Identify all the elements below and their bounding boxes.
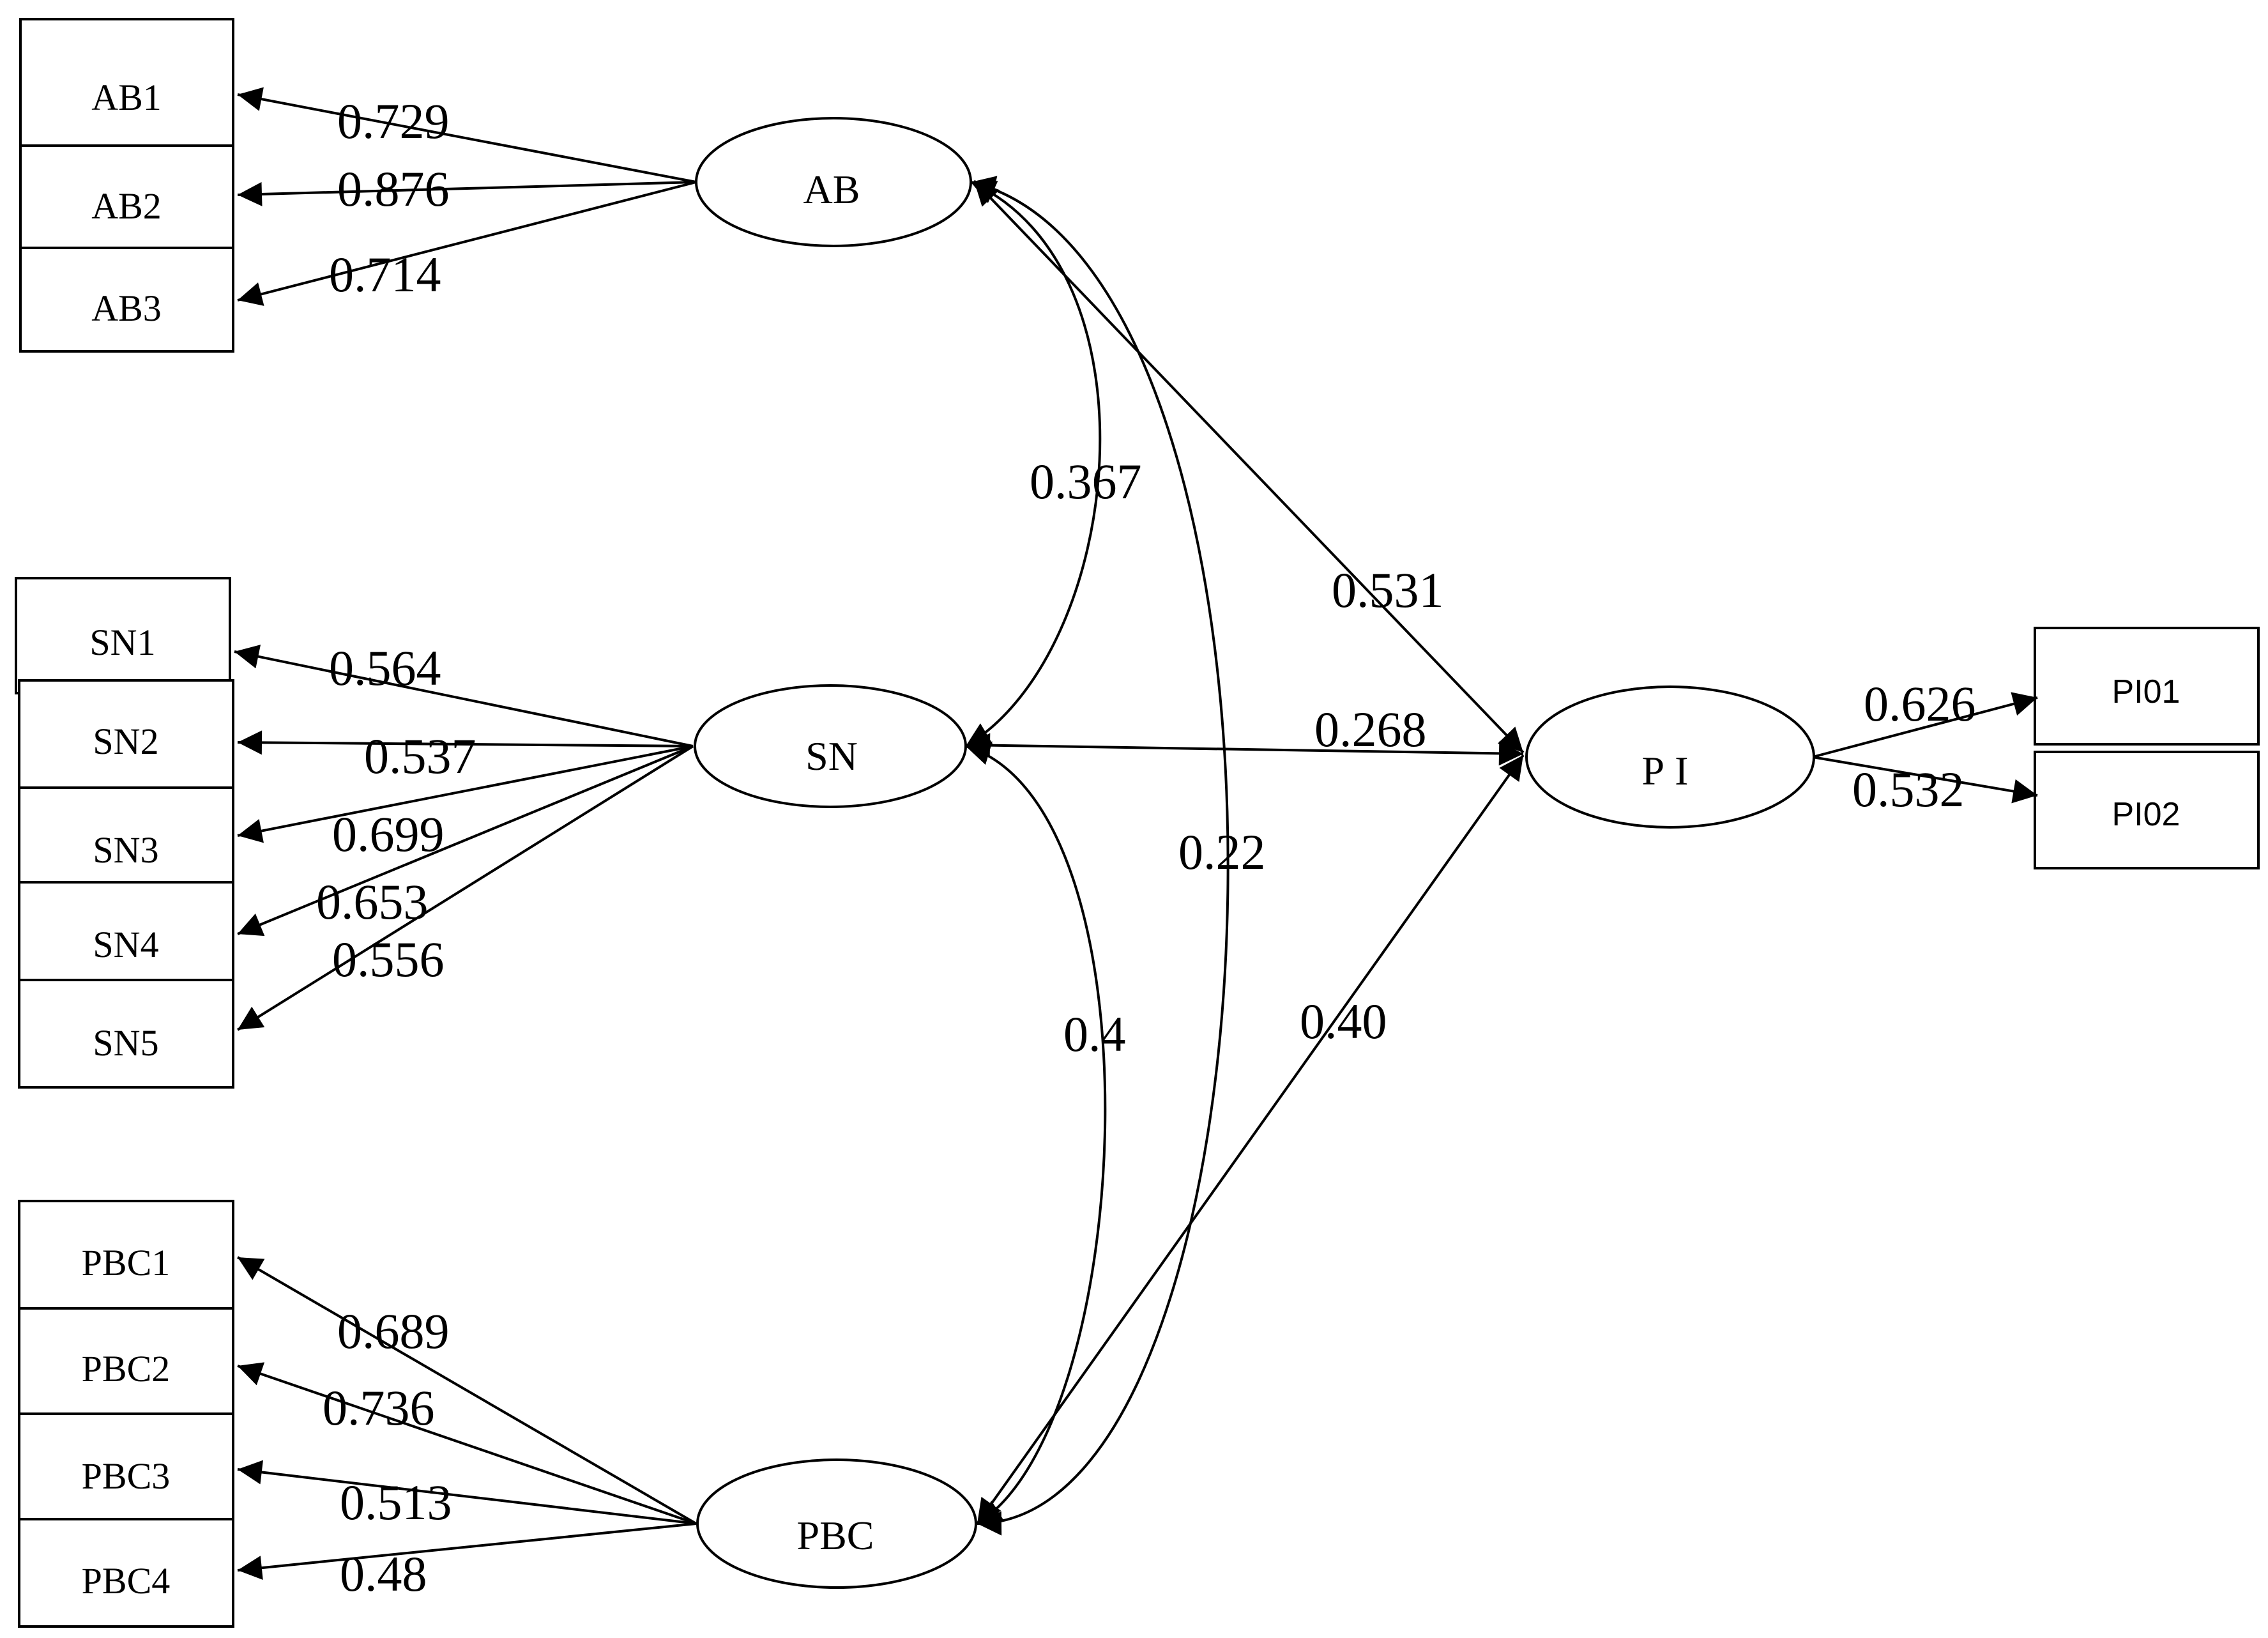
latent-label-pi: PI [1642, 748, 1699, 793]
pi-indicator-group: PI01 PI02 [2034, 627, 2260, 869]
loading-arrow-sn5 [236, 745, 694, 1031]
sn-indicator-group: SN1 SN2 SN3 SN4 SN5 [15, 577, 234, 1089]
loading-label-ab3: 0.714 [329, 247, 441, 302]
loading-label-sn2: 0.537 [364, 728, 476, 784]
latent-label-sn: SN [805, 733, 858, 779]
indicator-box-pbc4 [18, 1518, 234, 1628]
indicator-label-sn5: SN5 [93, 1022, 158, 1064]
loading-arrow-pbc1 [236, 1256, 697, 1525]
path-arrow-sn-pi [965, 733, 1524, 766]
loading-label-pbc3: 0.513 [340, 1474, 452, 1530]
loading-label-sn4: 0.653 [316, 874, 429, 930]
loading-arrow-pbc3 [237, 1460, 697, 1525]
ab-indicator-group: AB1 AB2 AB3 [19, 18, 234, 353]
loading-arrow-pbc4 [237, 1522, 697, 1581]
path-label-sn-pi: 0.268 [1314, 701, 1427, 757]
indicator-label-sn2: SN2 [93, 721, 158, 762]
indicator-label-pi02: PI02 [2112, 796, 2180, 833]
latent-ellipse-pi [1525, 685, 1815, 829]
loading-label-sn3: 0.699 [332, 806, 445, 862]
loading-arrow-ab3 [237, 181, 697, 306]
indicator-box-pbc2 [18, 1307, 234, 1415]
path-arrow-pbc-pi [976, 754, 1525, 1525]
loading-label-pi02: 0.532 [1852, 762, 1965, 817]
latent-label-ab: AB [803, 167, 860, 212]
indicator-box-pbc3 [18, 1412, 234, 1520]
loading-labels: 0.729 0.876 0.714 0.564 0.537 0.699 0.65… [316, 93, 1976, 1602]
path-label-ab-pi: 0.531 [1332, 562, 1444, 618]
loading-arrow-pbc2 [237, 1362, 697, 1525]
path-label-ab-sn: 0.367 [1030, 454, 1142, 509]
pbc-indicator-group: PBC1 PBC2 PBC3 PBC4 [18, 1200, 234, 1628]
indicator-label-pi01: PI01 [2112, 673, 2180, 710]
loading-arrow-sn4 [237, 745, 694, 937]
indicator-label-pbc4: PBC4 [82, 1560, 171, 1602]
latent-ellipse-pbc [696, 1458, 977, 1589]
latent-ellipse-ab [695, 117, 972, 247]
path-arrow-ab-pi [973, 180, 1525, 754]
indicator-label-ab1: AB1 [91, 77, 162, 118]
indicator-box-pi01 [2034, 627, 2260, 746]
path-label-pbc-pi: 0.40 [1300, 993, 1387, 1049]
loading-arrow-sn3 [237, 745, 694, 843]
indicator-box-sn5 [18, 979, 234, 1089]
loading-label-sn1: 0.564 [329, 640, 441, 696]
indicator-box-pi02 [2034, 751, 2260, 869]
indicator-label-sn1: SN1 [89, 622, 155, 663]
indicator-label-pbc2: PBC2 [82, 1348, 171, 1389]
path-label-ab-pbc: 0.22 [1178, 824, 1266, 880]
indicator-label-sn3: SN3 [93, 829, 158, 871]
loading-label-pi01: 0.626 [1864, 676, 1976, 731]
loading-arrow-ab2 [237, 181, 697, 206]
path-labels: 0.367 0.22 0.4 0.531 0.268 0.40 [1030, 454, 1444, 1062]
indicator-label-pbc3: PBC3 [82, 1455, 171, 1497]
loading-label-ab1: 0.729 [337, 93, 450, 149]
loading-label-sn5: 0.556 [332, 931, 445, 987]
loading-arrows [234, 87, 2038, 1581]
loading-arrow-sn1 [234, 645, 694, 747]
indicator-box-sn3 [18, 786, 234, 884]
latent-ellipse-sn [694, 684, 967, 808]
latent-group: AB SN PBC PI [694, 117, 1815, 1589]
structural-paths [964, 176, 1525, 1536]
loading-arrow-sn2 [237, 730, 694, 755]
indicator-box-ab2 [19, 144, 234, 249]
indicator-label-sn4: SN4 [93, 924, 158, 965]
covariance-arc-sn-pbc [965, 741, 1107, 1525]
indicator-label-pbc1: PBC1 [82, 1242, 171, 1283]
loading-label-pbc1: 0.689 [337, 1303, 450, 1359]
indicator-box-ab3 [19, 247, 234, 353]
indicator-box-ab1 [19, 18, 234, 147]
indicator-label-ab2: AB2 [91, 185, 162, 227]
loading-arrow-ab1 [237, 87, 697, 183]
loading-label-pbc4: 0.48 [340, 1546, 427, 1602]
loading-label-pbc2: 0.736 [323, 1380, 435, 1435]
indicator-box-sn1 [15, 577, 231, 694]
loading-arrow-pi01 [1812, 692, 2038, 758]
latent-label-pbc: PBC [797, 1513, 874, 1558]
indicator-label-ab3: AB3 [91, 287, 162, 329]
loading-label-ab2: 0.876 [337, 161, 450, 217]
path-label-sn-pbc: 0.4 [1063, 1006, 1126, 1062]
loading-arrow-pi02 [1812, 756, 2038, 804]
